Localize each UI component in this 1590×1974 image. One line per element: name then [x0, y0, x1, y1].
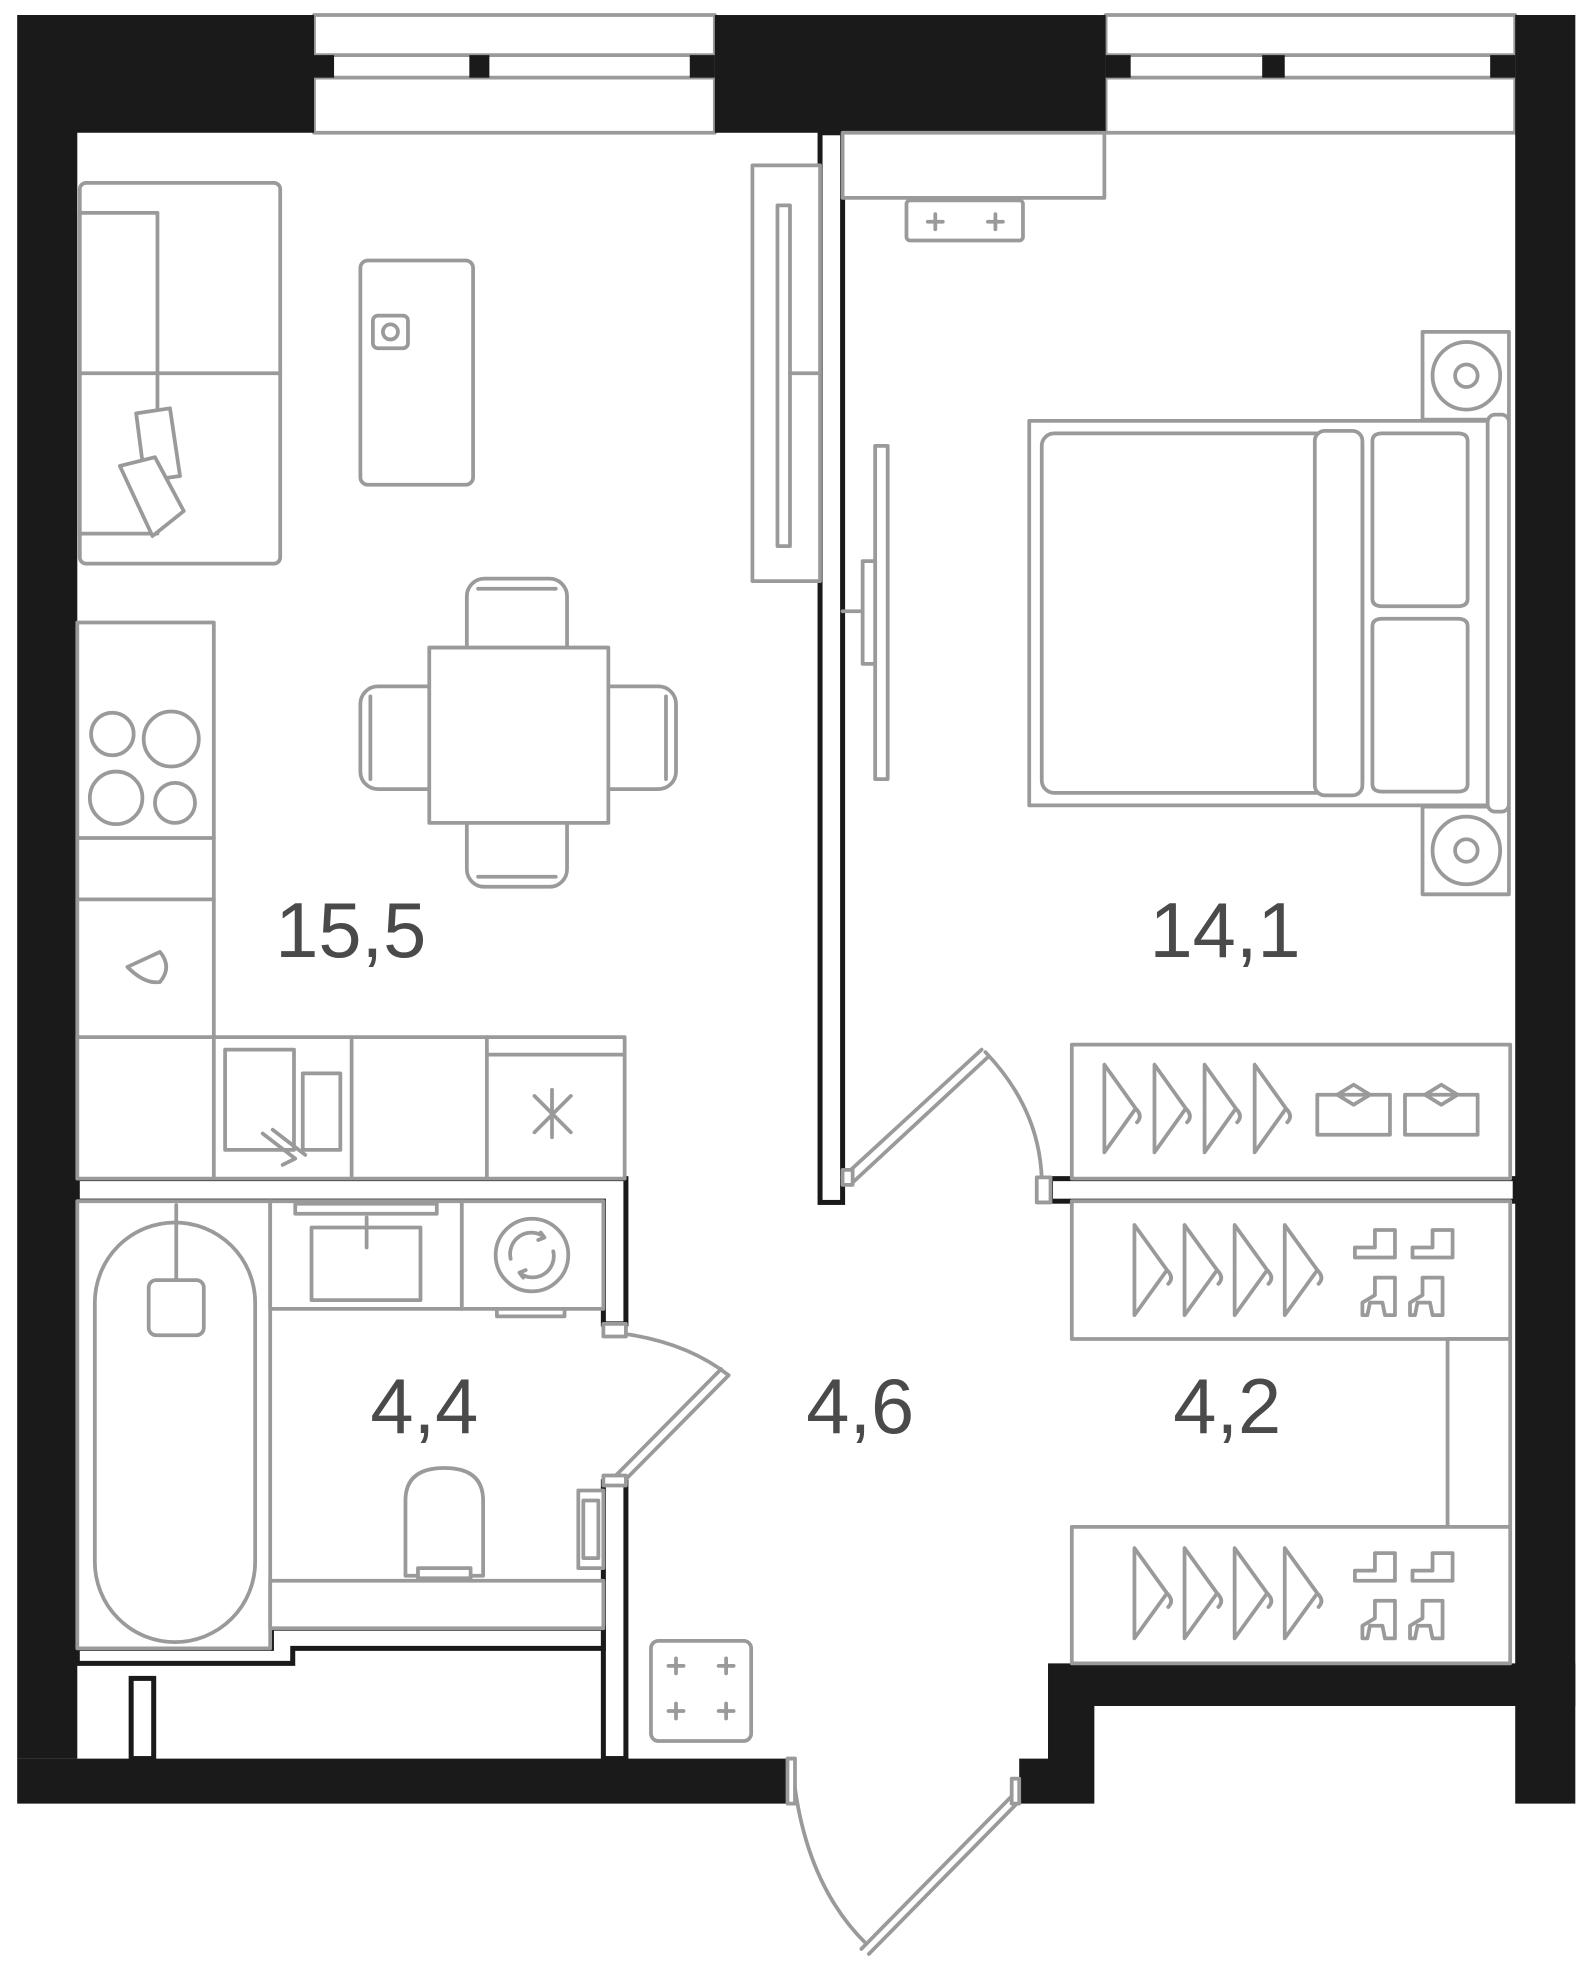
- sink-icon: [125, 950, 169, 985]
- boot-icon: [1353, 1228, 1455, 1641]
- door-icon: [601, 1047, 1053, 1956]
- area-label-bathroom: 4,4: [370, 1364, 478, 1450]
- air-conditioner-icon: [840, 130, 1107, 243]
- area-label-hallway: 4,6: [806, 1364, 914, 1450]
- pillow-icon: [118, 406, 186, 538]
- wardrobe-bedroom: [1069, 1042, 1513, 1181]
- tv-icon: [840, 444, 890, 781]
- shirt-icon: [1315, 1082, 1480, 1137]
- window-bedroom: [1103, 13, 1518, 135]
- wardrobe-hall: [1069, 1199, 1513, 1666]
- electrical-panel-icon: [649, 1638, 754, 1743]
- kitchen-counter: [75, 620, 627, 1181]
- bed-icon: [1027, 412, 1511, 814]
- bathtub-icon: [75, 1199, 273, 1651]
- washbasin-icon: [268, 1199, 464, 1311]
- toilet-icon: [403, 1466, 485, 1581]
- bathroom-shelf: [268, 1488, 606, 1631]
- area-label-living-kitchen: 15,5: [275, 888, 426, 974]
- washing-machine-icon: [459, 1199, 606, 1319]
- pillow-icon: [1370, 431, 1470, 794]
- hanger-icon: [1132, 1223, 1324, 1641]
- interior-walls: [74, 130, 1518, 1762]
- window-living: [312, 13, 717, 135]
- fridge-icon: [532, 1087, 573, 1140]
- area-label-wardrobe: 4,2: [1173, 1364, 1281, 1450]
- hanger-icon: [1102, 1062, 1292, 1155]
- nightstand-icon: [1420, 330, 1511, 897]
- stove-icon: [87, 709, 201, 827]
- dishwasher-icon: [223, 1047, 343, 1167]
- area-label-bedroom: 14,1: [1149, 888, 1300, 974]
- tv-icon: [750, 163, 822, 584]
- dining-table-icon: [358, 576, 678, 889]
- coffee-table-icon: [358, 258, 475, 487]
